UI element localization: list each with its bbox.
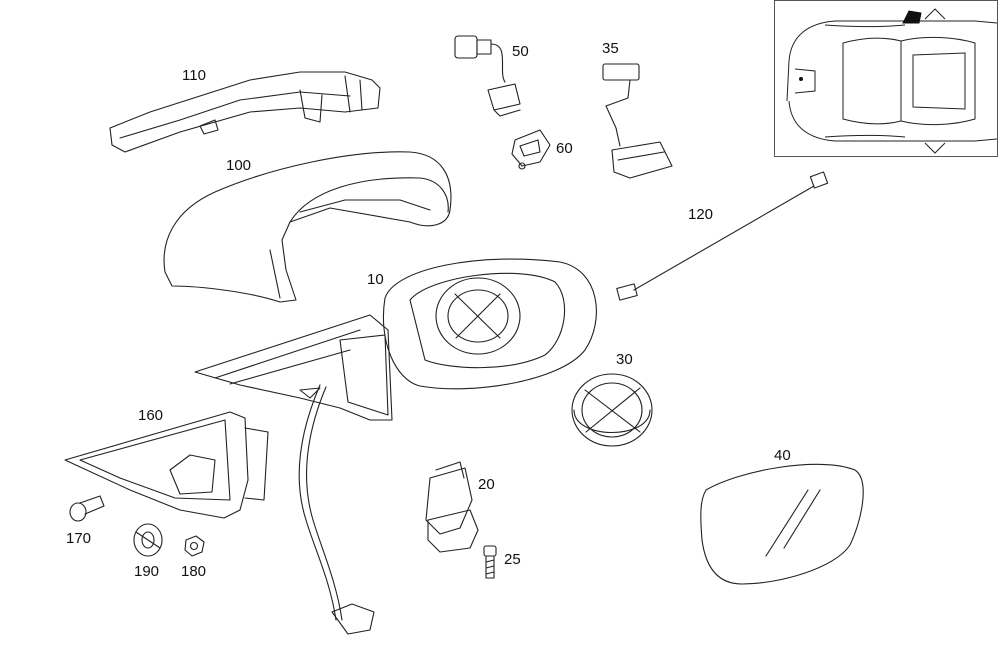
camera-unit xyxy=(454,35,521,117)
label-part-40: 40 xyxy=(774,447,791,464)
wiring-cable xyxy=(616,171,829,301)
label-part-160: 160 xyxy=(138,407,164,424)
nut xyxy=(184,535,205,557)
sensor-clip xyxy=(511,129,551,170)
car-top-view-icon xyxy=(786,8,997,154)
label-part-170: 170 xyxy=(66,530,92,547)
mirror-cover-cap xyxy=(163,151,452,303)
screw xyxy=(483,545,497,579)
label-part-10: 10 xyxy=(367,271,384,288)
grommet xyxy=(133,523,163,557)
vehicle-location-inset xyxy=(774,0,998,157)
base-trim xyxy=(64,411,269,519)
label-part-190: 190 xyxy=(134,563,160,580)
turn-signal-strip xyxy=(109,71,381,153)
control-module xyxy=(602,63,673,179)
label-part-25: 25 xyxy=(504,551,521,568)
label-part-100: 100 xyxy=(226,157,252,174)
label-part-30: 30 xyxy=(616,351,633,368)
label-part-120: 120 xyxy=(688,206,714,223)
adjustment-motor xyxy=(425,461,479,553)
bolt xyxy=(69,495,105,522)
label-part-20: 20 xyxy=(478,476,495,493)
label-part-60: 60 xyxy=(556,140,573,157)
mirror-glass xyxy=(700,463,864,585)
label-part-50: 50 xyxy=(512,43,529,60)
label-part-180: 180 xyxy=(181,563,207,580)
mirror-housing xyxy=(194,258,597,421)
mirror-harness xyxy=(298,384,375,635)
mirror-motor-plate xyxy=(571,373,653,447)
label-part-35: 35 xyxy=(602,40,619,57)
label-part-110: 110 xyxy=(182,67,206,84)
